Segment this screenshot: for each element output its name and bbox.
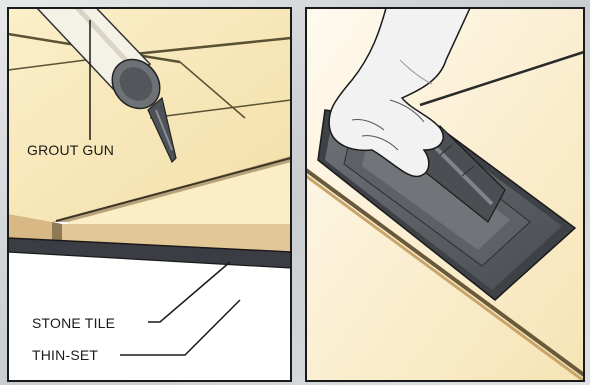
thin-set-label: THIN-SET xyxy=(32,347,98,363)
right-panel xyxy=(306,8,584,381)
grout-gun-label: GROUT GUN xyxy=(27,142,114,158)
stone-tile-label: STONE TILE xyxy=(32,315,115,331)
left-panel: GROUT GUN STONE TILE THIN-SET xyxy=(8,0,291,381)
